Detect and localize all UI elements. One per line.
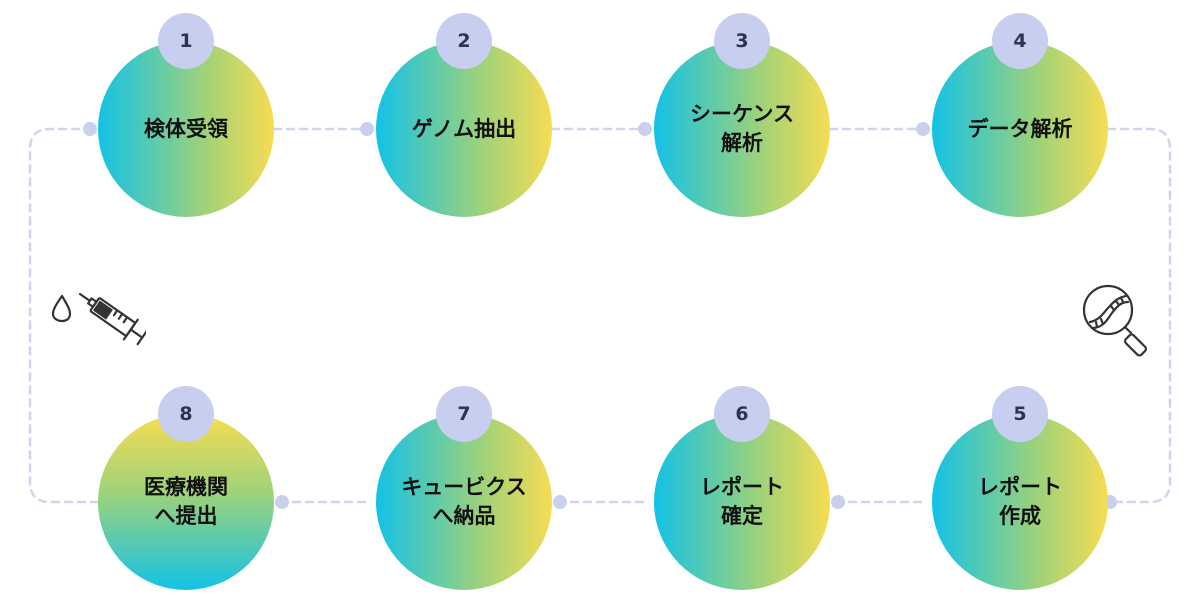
step-label: シーケンス 解析 <box>690 102 794 155</box>
step-number-badge: 5 <box>992 386 1048 442</box>
step-number-badge: 2 <box>436 13 492 69</box>
step-circle: レポート 確定 <box>654 414 830 590</box>
step-8: 医療機関 へ提出 8 <box>98 386 274 590</box>
connector-4-5 <box>1106 127 1172 504</box>
step-7: キュービクス へ納品 7 <box>376 386 552 590</box>
step-circle: ゲノム抽出 <box>376 41 552 217</box>
step-6: レポート 確定 6 <box>654 386 830 590</box>
connector-dot <box>638 122 652 136</box>
step-circle: レポート 作成 <box>932 414 1108 590</box>
step-number-badge: 8 <box>158 386 214 442</box>
step-4: データ解析 4 <box>932 13 1108 217</box>
step-circle: 検体受領 <box>98 41 274 217</box>
connector-dot <box>360 122 374 136</box>
step-circle: シーケンス 解析 <box>654 41 830 217</box>
step-number-badge: 4 <box>992 13 1048 69</box>
step-number-badge: 7 <box>436 386 492 442</box>
connector-8-1 <box>28 127 100 504</box>
step-2: ゲノム抽出 2 <box>376 13 552 217</box>
step-label: レポート 確定 <box>700 475 784 528</box>
step-label: キュービクス へ納品 <box>401 475 527 528</box>
step-label: ゲノム抽出 <box>411 116 517 141</box>
step-5: レポート 作成 5 <box>932 386 1108 590</box>
connector-dot <box>553 495 567 509</box>
step-circle: データ解析 <box>932 41 1108 217</box>
connector-dot <box>831 495 845 509</box>
connector-dot <box>916 122 930 136</box>
step-circle: 医療機関 へ提出 <box>98 414 274 590</box>
step-1: 検体受領 1 <box>98 13 274 217</box>
step-number-badge: 6 <box>714 386 770 442</box>
step-number-badge: 1 <box>158 13 214 69</box>
dna-magnifier-icon <box>1078 282 1158 366</box>
step-label: データ解析 <box>967 116 1073 141</box>
step-label: 医療機関 へ提出 <box>144 475 228 528</box>
step-label: レポート 作成 <box>978 475 1062 528</box>
step-3: シーケンス 解析 3 <box>654 13 830 217</box>
step-circle: キュービクス へ納品 <box>376 414 552 590</box>
step-label: 検体受領 <box>144 116 228 141</box>
step-number-badge: 3 <box>714 13 770 69</box>
connector-dot <box>275 495 289 509</box>
connector-dot <box>83 122 97 136</box>
syringe-icon <box>50 280 148 364</box>
